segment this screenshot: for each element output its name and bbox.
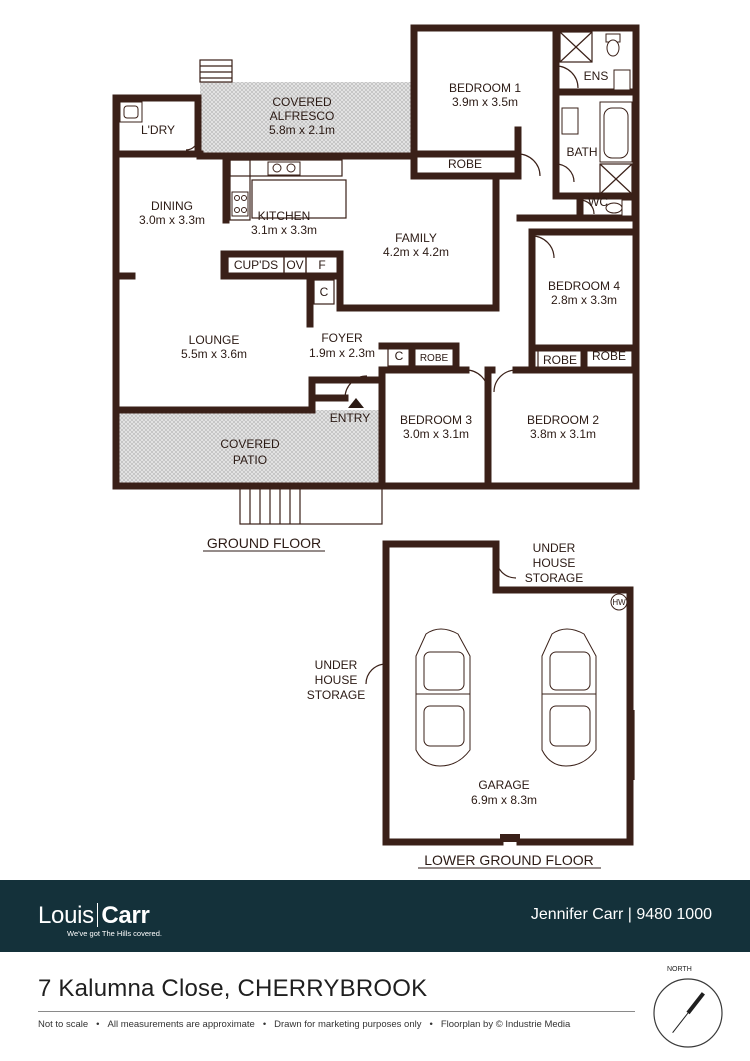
fridge-label: F: [318, 258, 325, 272]
bath-label: BATH: [566, 145, 597, 159]
cupboards: [227, 255, 633, 369]
brand-tagline: We've got The Hills covered.: [67, 929, 162, 938]
robe1-label: ROBE: [448, 157, 482, 171]
bedroom1-label: BEDROOM 1: [449, 81, 521, 95]
bedroom3-label: BEDROOM 3: [400, 413, 472, 427]
drain: [500, 834, 520, 842]
north-label: NORTH: [667, 966, 692, 973]
entry-arrow-icon: [348, 398, 364, 408]
alfresco-label-2: ALFRESCO: [270, 109, 335, 123]
disclaimer-item: Drawn for marketing purposes only: [274, 1019, 422, 1030]
bedroom2-label: BEDROOM 2: [527, 413, 599, 427]
uhs2-line1: UNDER: [533, 541, 576, 555]
ground-floor-walls: [112, 24, 640, 490]
windows: [113, 25, 639, 413]
wc-label: WC: [588, 195, 608, 209]
ov-label: OV: [286, 258, 303, 272]
uhs1-line2: HOUSE: [315, 673, 358, 687]
cupds-label: CUP'DS: [234, 258, 278, 272]
robe3-label: ROBE: [420, 353, 449, 364]
lower-room-labels: UNDER HOUSE STORAGE UNDER HOUSE STORAGE …: [307, 541, 583, 807]
lounge-label: LOUNGE: [189, 333, 240, 347]
dining-size: 3.0m x 3.3m: [139, 213, 205, 227]
bedroom3-size: 3.0m x 3.1m: [403, 427, 469, 441]
alfresco-size: 5.8m x 2.1m: [269, 123, 335, 137]
lower-floor-walls: [382, 540, 634, 846]
alfresco-area: [200, 82, 412, 154]
lower-floor-title: LOWER GROUND FLOOR: [424, 852, 594, 868]
car-left-icon: [415, 628, 471, 767]
compass-icon: [653, 978, 723, 1048]
garage-size: 6.9m x 8.3m: [471, 793, 537, 807]
patio-area: [116, 410, 382, 486]
compass-needle-icon: [672, 992, 705, 1034]
robe2b-label: ROBE: [592, 349, 626, 363]
bathtub: [599, 101, 633, 163]
c2-label: C: [395, 349, 404, 363]
property-address: 7 Kalumna Close, CHERRYBROOK: [38, 975, 428, 1002]
laundry-label: L'DRY: [141, 123, 175, 137]
entry-label: ENTRY: [330, 411, 370, 425]
bedroom4-size: 2.8m x 3.3m: [551, 293, 617, 307]
agent-contact: Jennifer Carr | 9480 1000: [530, 906, 712, 923]
ensuite-label: ENS: [584, 69, 609, 83]
hot-water-unit: HW: [610, 593, 628, 611]
steps-patio: [239, 485, 383, 525]
tub-laundry: [119, 101, 143, 123]
kitchen-bench: [229, 159, 347, 221]
lower-doors: [365, 557, 517, 685]
hw-label: HW: [612, 598, 626, 607]
alfresco-label: COVERED: [272, 95, 332, 109]
disclaimer-item: All measurements are approximate: [107, 1019, 255, 1030]
cooktop: [231, 191, 249, 217]
disclaimer: Not to scale•All measurements are approx…: [38, 1019, 571, 1030]
shower-ensuite: [559, 31, 593, 63]
foyer-size: 1.9m x 2.3m: [309, 346, 375, 360]
kitchen-label: KITCHEN: [258, 209, 311, 223]
toilet-wc: [605, 199, 633, 217]
vanity-ensuite: [613, 69, 631, 91]
family-size: 4.2m x 4.2m: [383, 245, 449, 259]
foyer-label: FOYER: [321, 331, 363, 345]
bedroom4-label: BEDROOM 4: [548, 279, 620, 293]
cupboard-label: C: [320, 285, 329, 299]
robe2a-label: ROBE: [543, 353, 577, 367]
dining-label: DINING: [151, 199, 193, 213]
bedroom2-size: 3.8m x 3.1m: [530, 427, 596, 441]
uhs2-line3: STORAGE: [525, 571, 583, 585]
floorplan: COVERED ALFRESCO 5.8m x 2.1m L'DRY BEDRO…: [112, 24, 640, 869]
toilet-ensuite: [605, 33, 621, 57]
divider: [38, 1011, 635, 1012]
sink-kitchen: [267, 161, 301, 176]
shower-bath: [599, 163, 633, 195]
vanity-bath: [561, 107, 579, 135]
bedroom1-size: 3.9m x 3.5m: [452, 95, 518, 109]
car-right-icon: [541, 628, 597, 767]
disclaimer-item: Floorplan by © Industrie Media: [440, 1019, 571, 1030]
uhs1-line3: STORAGE: [307, 688, 365, 702]
patio-label-2: PATIO: [233, 453, 267, 467]
kitchen-size: 3.1m x 3.3m: [251, 223, 317, 237]
family-label: FAMILY: [395, 231, 437, 245]
lounge-size: 5.5m x 3.6m: [181, 347, 247, 361]
ground-floor-title: GROUND FLOOR: [207, 535, 321, 551]
disclaimer-item: Not to scale: [38, 1019, 89, 1030]
uhs2-line2: HOUSE: [533, 556, 576, 570]
garage-label: GARAGE: [478, 778, 529, 792]
room-labels: COVERED ALFRESCO 5.8m x 2.1m L'DRY BEDRO…: [139, 69, 626, 467]
steps-alfresco: [199, 59, 233, 83]
doors: [185, 65, 595, 399]
patio-label: COVERED: [220, 437, 280, 451]
uhs1-line1: UNDER: [315, 658, 358, 672]
